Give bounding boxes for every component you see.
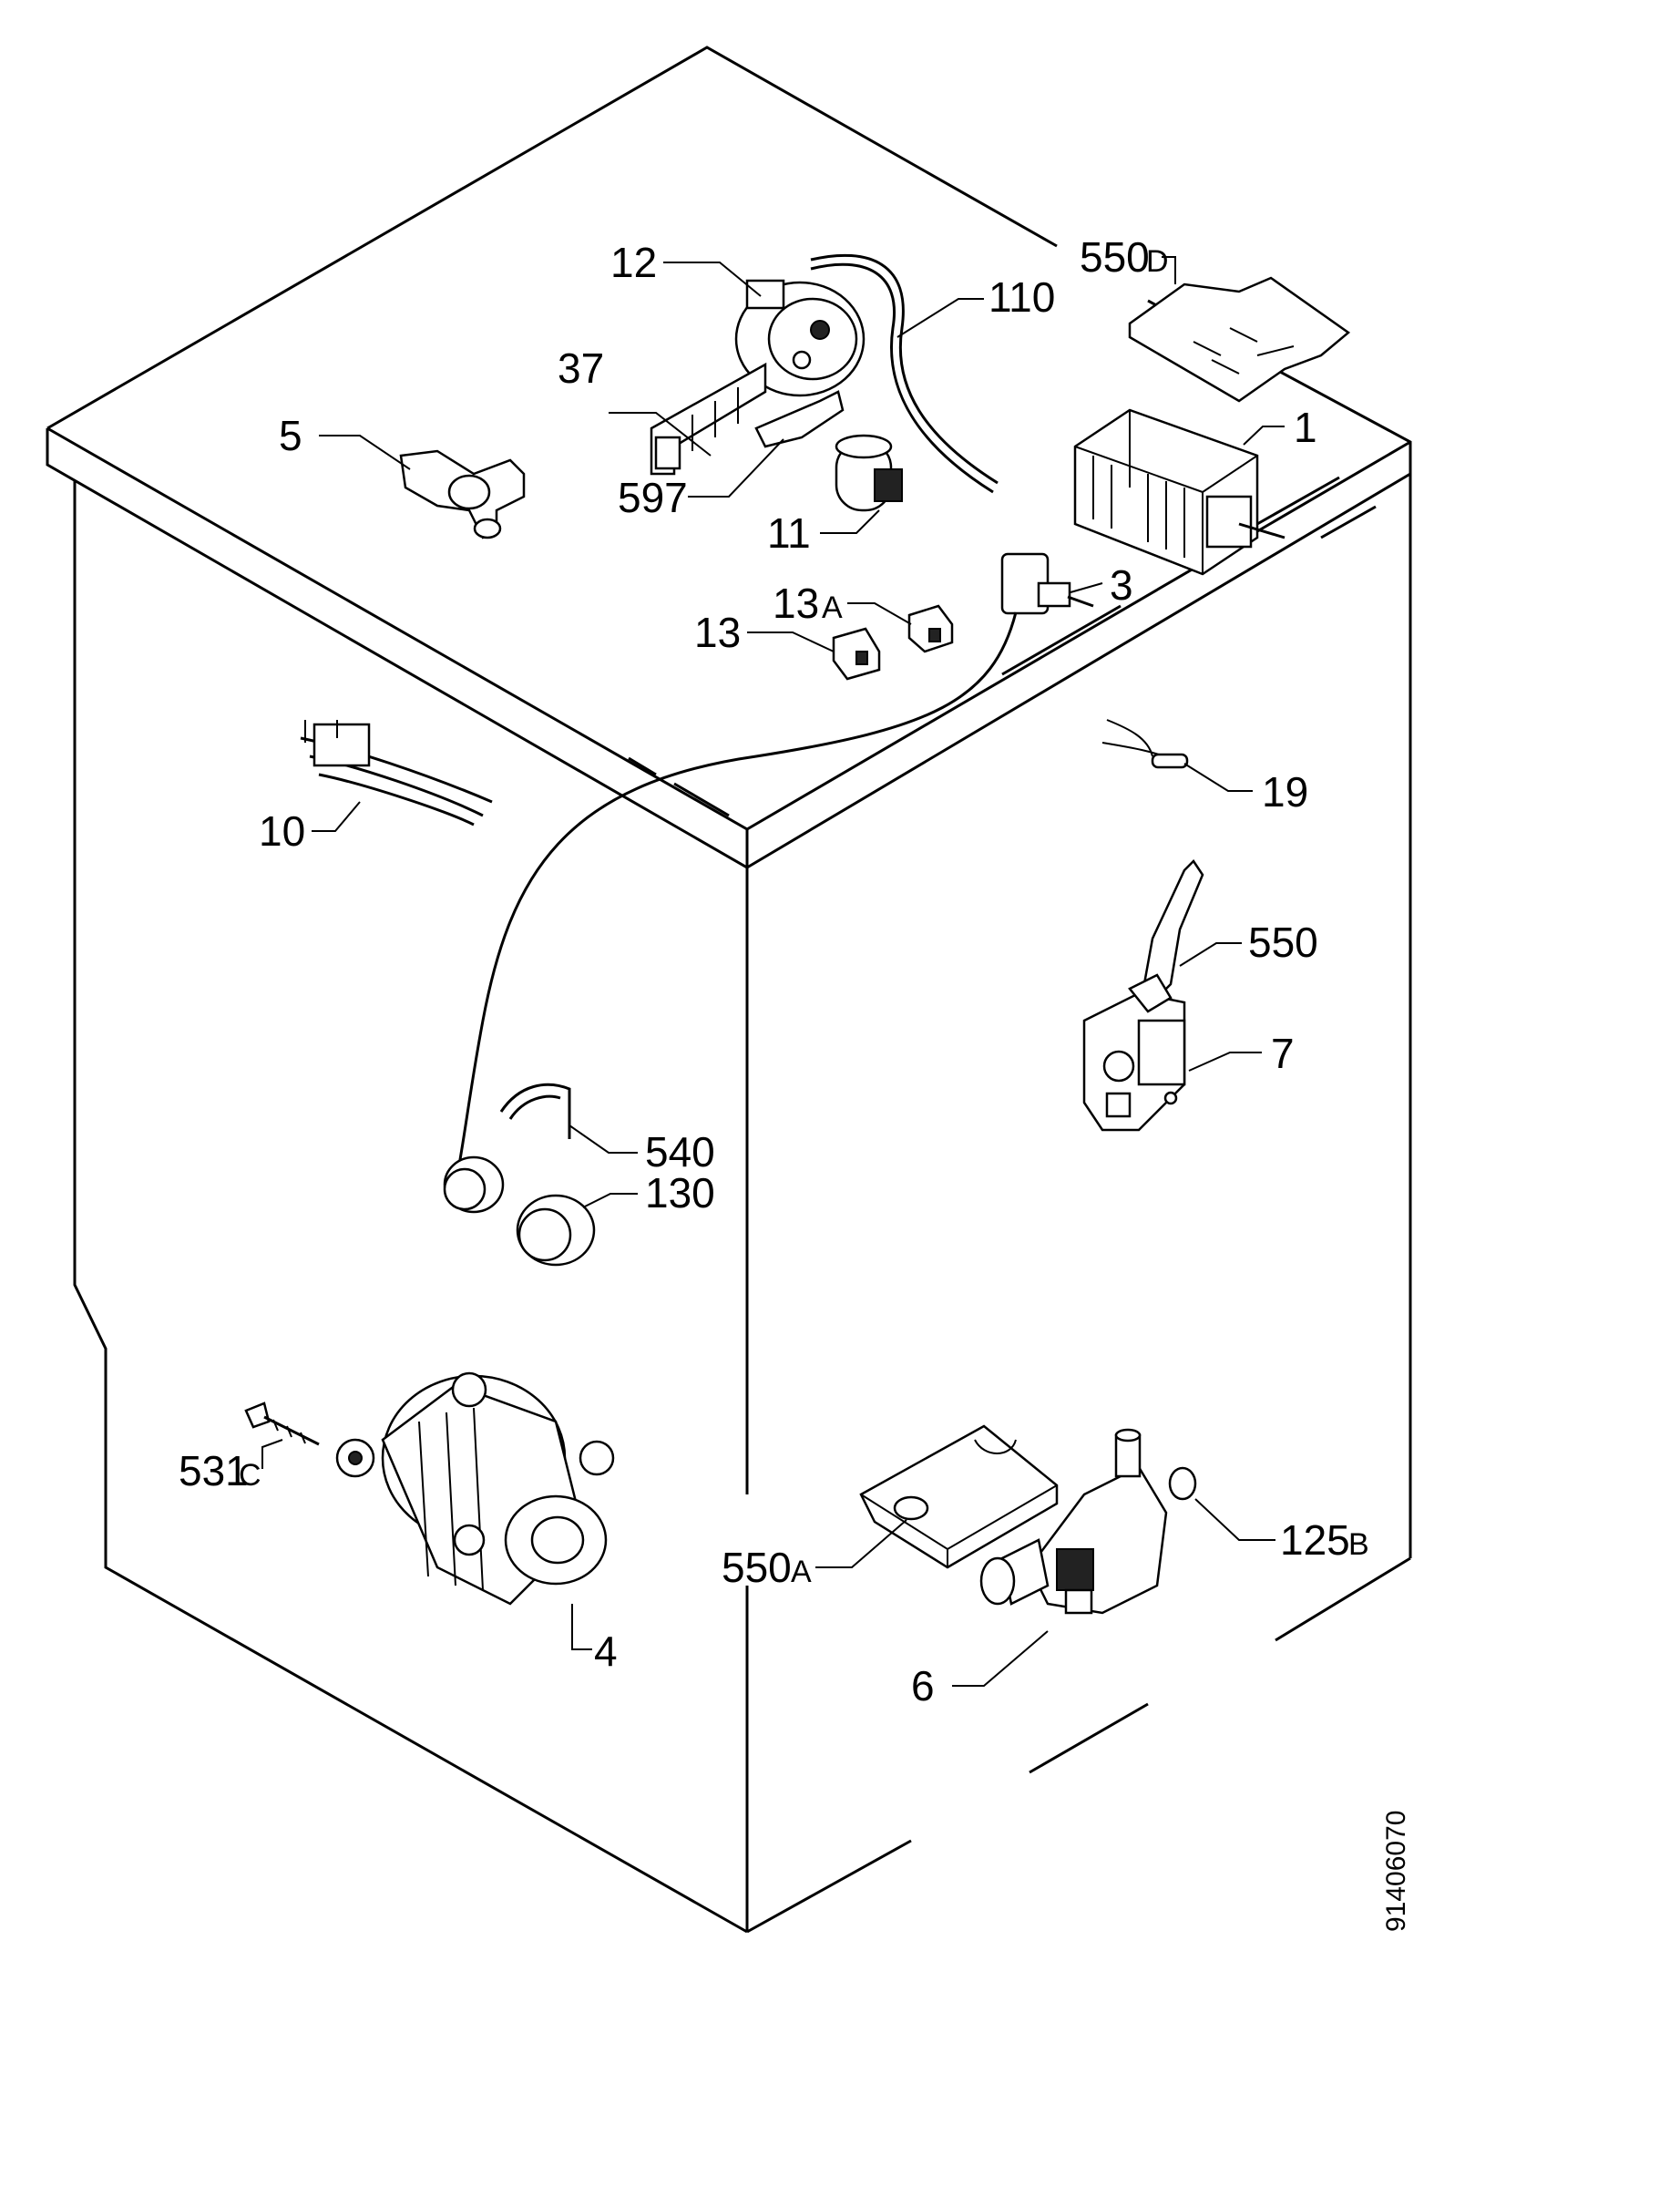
callout-125: 125	[1280, 1516, 1350, 1564]
callout-550d-suffix: D	[1146, 244, 1169, 279]
cover-plate-part	[1128, 276, 1351, 403]
callout-19: 19	[1262, 768, 1308, 816]
switch-part	[1000, 552, 1094, 615]
callout-5: 5	[279, 412, 302, 459]
bellows-part	[516, 1194, 596, 1267]
capacitor-part	[835, 434, 903, 512]
callout-13a-suffix: A	[822, 590, 843, 625]
switch-cable-part	[454, 611, 1018, 1186]
hose-part	[810, 262, 994, 494]
bracket-part	[754, 390, 845, 448]
callout-1: 1	[1294, 404, 1317, 451]
connector-13-part	[832, 627, 881, 681]
leader-lines	[261, 256, 1285, 1687]
callout-550a: 550	[722, 1544, 792, 1591]
drain-pump-part	[979, 1428, 1168, 1615]
programmer-timer-part	[1073, 408, 1286, 576]
callout-4: 4	[594, 1627, 618, 1675]
grommet-part	[443, 1155, 505, 1214]
callout-540: 540	[645, 1128, 715, 1176]
clip-part	[499, 1083, 571, 1139]
callout-12: 12	[610, 239, 657, 286]
callout-125-suffix: B	[1348, 1527, 1369, 1562]
callout-110: 110	[989, 273, 1055, 321]
terminal-block-part	[650, 362, 767, 476]
callout-10: 10	[259, 807, 305, 855]
callout-550d: 550	[1080, 233, 1150, 281]
sensor-part	[1101, 719, 1189, 769]
motor-part	[335, 1371, 615, 1606]
pump-cover-part	[859, 1424, 1059, 1569]
inlet-valve-part	[399, 449, 526, 539]
callout-597: 597	[618, 474, 688, 521]
heating-element-part	[300, 720, 493, 827]
callout-531: 531	[179, 1447, 249, 1494]
callout-labels: 1 3 4 5 6 7 10 11 12 13 13 A 19 37 110 1…	[179, 233, 1369, 1710]
callout-531-suffix: C	[239, 1458, 261, 1493]
callout-3: 3	[1110, 561, 1133, 609]
callout-550a-suffix: A	[791, 1555, 812, 1589]
screw-part	[244, 1402, 320, 1446]
connector-13a-part	[907, 604, 954, 653]
pressure-switch-part	[734, 279, 866, 397]
callout-130: 130	[645, 1169, 715, 1217]
lever-part	[1142, 859, 1204, 1000]
door-lock-part	[1082, 973, 1186, 1132]
callout-7: 7	[1271, 1030, 1295, 1077]
callout-37: 37	[558, 344, 604, 392]
cabinet-outline	[46, 46, 1412, 1934]
callout-11: 11	[767, 509, 811, 557]
callout-13a: 13	[773, 580, 819, 627]
callout-6: 6	[911, 1662, 935, 1710]
callout-550: 550	[1248, 919, 1318, 966]
o-ring-part	[1168, 1466, 1197, 1501]
drawing-code: 91406070	[1381, 1811, 1411, 1932]
callout-13: 13	[694, 609, 741, 656]
